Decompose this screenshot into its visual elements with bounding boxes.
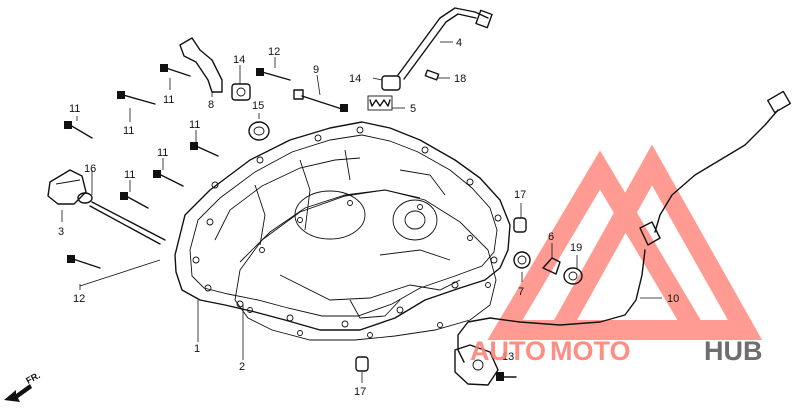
bolt-11-f: [120, 192, 149, 209]
callout-6: 6: [548, 231, 554, 243]
bolt-11-c: [64, 121, 93, 139]
callout-11: 11: [189, 119, 200, 131]
spring-7: [513, 251, 531, 269]
bolt-12-b: [67, 255, 101, 269]
callout-18: 18: [454, 73, 466, 85]
front-arrow-icon: [4, 384, 32, 402]
bolts: [64, 64, 517, 381]
front-direction-indicator: FR.: [4, 370, 42, 402]
callout-12: 12: [268, 46, 280, 58]
callout-17: 17: [514, 189, 526, 201]
callout-numbers: 4 12 14 9 14 18 5 8 11 15 11 11 11 11 11…: [58, 37, 679, 398]
callout-16: 16: [84, 163, 96, 175]
rotor-6: [542, 257, 561, 275]
cap-14-a: [231, 83, 251, 101]
oil-cap-3: [47, 169, 87, 205]
bolt-9: [293, 89, 348, 112]
callout-11: 11: [69, 103, 80, 115]
watermark-part-hub: HUB: [704, 336, 763, 366]
callout-9: 9: [313, 64, 319, 76]
seal-15: [248, 121, 270, 141]
callout-1: 1: [194, 343, 200, 355]
dowel-17-b: [355, 356, 369, 372]
callout-14: 14: [349, 73, 361, 85]
callout-14: 14: [233, 54, 245, 66]
leader-lines: [61, 41, 662, 383]
front-direction-label: FR.: [24, 370, 41, 386]
dipstick-16: [77, 192, 166, 245]
callout-11: 11: [157, 147, 168, 159]
callout-11: 11: [123, 125, 134, 137]
callout-11: 11: [124, 169, 135, 181]
part-shaft-4: [397, 7, 493, 80]
callout-13: 13: [502, 351, 514, 363]
oring-19: [563, 267, 583, 285]
bolt-13: [496, 372, 517, 381]
bolt-11-b: [117, 91, 156, 105]
watermark-triangle-right: [542, 144, 763, 340]
callout-19: 19: [570, 242, 582, 254]
callout-2: 2: [239, 361, 245, 373]
small-parts: [47, 69, 583, 372]
pin-18: [424, 69, 440, 81]
callout-12: 12: [73, 293, 85, 305]
callout-5: 5: [410, 103, 416, 115]
dowel-17-a: [513, 217, 527, 233]
spring-5: [367, 95, 393, 111]
callout-3: 3: [58, 226, 64, 238]
watermark-text: AUTO MOTO HUB: [470, 336, 763, 366]
callout-8: 8: [208, 99, 214, 111]
callout-11: 11: [163, 94, 174, 106]
watermark-logo: [487, 144, 763, 340]
bolt-12-a: [256, 68, 291, 81]
watermark-part-auto: AUTO: [470, 336, 546, 366]
crankcase-cover: [174, 121, 511, 331]
cap-14-b: [381, 75, 401, 91]
callout-4: 4: [456, 37, 462, 49]
callout-15: 15: [252, 100, 264, 112]
watermark-part-moto: MOTO: [550, 336, 631, 366]
callout-17: 17: [354, 386, 366, 398]
callout-10: 10: [667, 293, 679, 305]
bolt-11-a: [160, 64, 191, 77]
gasket: [234, 189, 497, 341]
bolt-11-e: [153, 170, 184, 187]
callout-7: 7: [518, 286, 524, 298]
switch-cable: [454, 90, 791, 386]
part-bracket-8: [179, 37, 223, 93]
bolt-11-d: [190, 142, 219, 157]
